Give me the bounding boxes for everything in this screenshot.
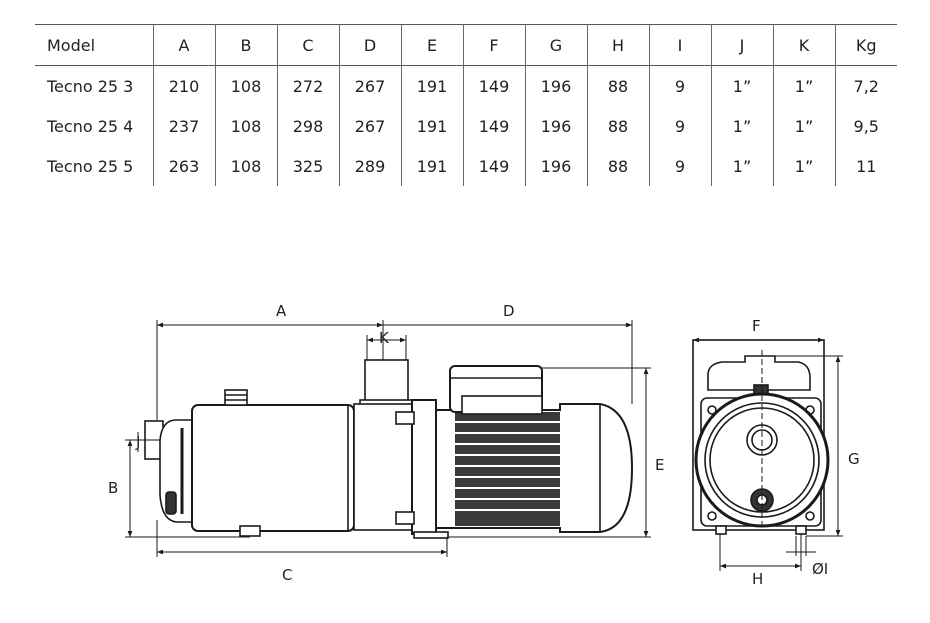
flange-bolt [395,411,415,425]
cell-g: 196 [524,146,587,186]
cell-i: 9 [648,146,711,186]
cell-b: 108 [214,146,277,186]
dimension-labels: A D K J B C E F G H ØI [108,302,860,588]
label-a: A [276,302,287,320]
cell-f: 149 [462,106,525,146]
motor-cooling-fins [455,412,560,526]
pump-front-view [692,339,830,535]
table-row: Tecno 25 3 210 108 272 267 191 149 196 8… [35,65,897,106]
cell-kg: 9,5 [834,106,897,146]
cell-c: 298 [276,106,339,146]
header-a: A [152,24,215,66]
cell-d: 267 [338,65,401,106]
front-bolt [805,405,815,415]
header-f: F [462,24,525,66]
front-bolt [707,405,717,415]
front-bolt [805,511,815,521]
table-header-row: Model A B C D E F G H I J K Kg [35,24,897,66]
pump-side-view [144,359,634,539]
label-b: B [108,479,118,497]
cell-h: 88 [586,65,649,106]
cell-f: 149 [462,146,525,186]
label-k: K [379,329,390,347]
label-c: C [282,566,292,584]
cell-c: 272 [276,65,339,106]
cell-d: 267 [338,106,401,146]
fill-plug [224,389,248,406]
label-d: D [503,302,515,320]
cell-j: 1” [710,146,773,186]
header-k: K [772,24,835,66]
adaptor-flange [353,403,413,531]
label-j: J [135,433,140,451]
cell-j: 1” [710,106,773,146]
table-row: Tecno 25 4 237 108 298 267 191 149 196 8… [35,106,897,146]
cell-d: 289 [338,146,401,186]
cell-model: Tecno 25 5 [47,156,134,176]
header-kg: Kg [834,24,897,66]
front-bolt [707,511,717,521]
header-b: B [214,24,277,66]
cell-kg: 7,2 [834,65,897,106]
fin-lines [455,421,560,511]
cell-a: 237 [152,106,215,146]
cell-c: 325 [276,146,339,186]
cell-h: 88 [586,146,649,186]
header-h: H [586,24,649,66]
front-view-dimensions [693,337,843,571]
cell-model: Tecno 25 3 [47,76,134,96]
header-i: I [648,24,711,66]
cell-k: 1” [772,146,835,186]
header-d: D [338,24,401,66]
front-outlet [707,355,811,391]
cell-a: 263 [152,146,215,186]
cell-j: 1” [710,65,773,106]
header-g: G [524,24,587,66]
dimensions-table: Model A B C D E F G H I J K Kg Tecno 25 … [35,24,897,186]
cell-model: Tecno 25 4 [47,116,134,136]
label-e: E [655,456,664,474]
cell-f: 149 [462,65,525,106]
header-c: C [276,24,339,66]
cell-e: 191 [400,106,463,146]
cell-kg: 11 [834,146,897,186]
cell-a: 210 [152,65,215,106]
body-foot [239,525,261,537]
cell-e: 191 [400,146,463,186]
cell-i: 9 [648,65,711,106]
label-f: F [752,317,761,335]
drain-plug [165,491,177,515]
label-g: G [848,450,860,468]
cell-k: 1” [772,106,835,146]
cell-b: 108 [214,65,277,106]
cell-e: 191 [400,65,463,106]
cell-g: 196 [524,65,587,106]
header-e: E [400,24,463,66]
motor-foot [413,531,449,539]
cell-h: 88 [586,106,649,146]
cell-k: 1” [772,65,835,106]
front-foot [795,525,807,535]
pump-body [191,404,355,532]
label-i: ØI [812,560,828,578]
cell-g: 196 [524,106,587,146]
table-row: Tecno 25 5 263 108 325 289 191 149 196 8… [35,146,897,186]
cell-b: 108 [214,106,277,146]
front-foot [715,525,727,535]
label-h: H [752,570,763,588]
flange-bolt [395,511,415,525]
terminal-box-base [461,395,543,415]
cell-i: 9 [648,106,711,146]
motor-flange [411,399,437,535]
header-model: Model [47,35,96,55]
header-j: J [710,24,773,66]
side-view-dimensions [125,320,651,557]
